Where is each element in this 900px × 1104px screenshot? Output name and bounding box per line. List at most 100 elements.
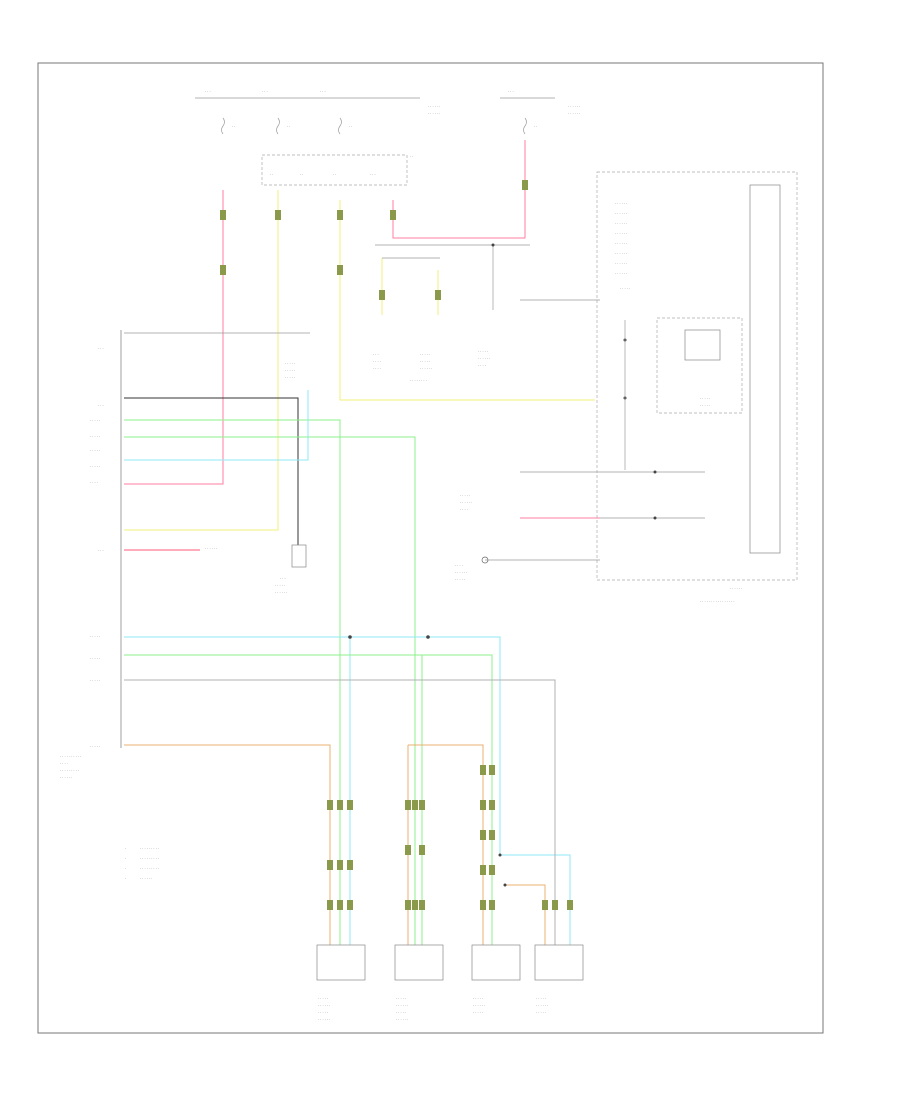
svg-text:· · · · ·: · · · · · [473, 1011, 483, 1015]
svg-text:·: · [125, 857, 126, 861]
svg-text:· · ·: · · · [280, 577, 286, 581]
svg-text:· · · · · ·: · · · · · · [473, 1004, 485, 1008]
svg-text:· · · · · ·: · · · · · · [396, 1018, 408, 1022]
svg-text:· · · · · ·: · · · · · · [428, 105, 440, 109]
svg-text:· · · · ·: · · · · · [460, 494, 470, 498]
svg-text:· · · · · ·: · · · · · · [318, 1004, 330, 1008]
svg-text:· · · · ·: · · · · · [455, 578, 465, 582]
svg-text:· · · · ·: · · · · · [536, 1011, 546, 1015]
svg-text:· ·: · · [349, 125, 352, 129]
speaker-right-front: · · · · · · · · · · · · · · · · · · · · … [394, 944, 444, 1022]
svg-text:· ·: · · [287, 125, 290, 129]
svg-text:· · · · ·: · · · · · [700, 397, 710, 401]
svg-text:· · · · ·: · · · · · [275, 584, 285, 588]
svg-text:· · · · ·: · · · · · [285, 376, 295, 380]
svg-text:· · ·: · · · [205, 90, 211, 94]
svg-text:· · · ·: · · · · [373, 367, 381, 371]
speaker-left-front: · · · · · · · · · · · · · · · · · · · · … [316, 944, 366, 1022]
svg-text:· · · · · · · · · · · · · · ·: · · · · · · · · · · · · · · · · [700, 600, 735, 604]
svg-text:· · · · · ·: · · · · · · [568, 105, 580, 109]
svg-text:· · · · ·: · · · · · [620, 287, 630, 291]
fuse-block-top: · · · · · · · · · · · · · · · · · · · · … [195, 90, 580, 186]
svg-text:· · · · ·: · · · · · [318, 1011, 328, 1015]
svg-text:· · · · · ·: · · · · · · [455, 571, 467, 575]
svg-text:· · ·: · · · [320, 90, 326, 94]
svg-text:· · · · ·: · · · · · [90, 679, 100, 683]
speaker-left-rear: · · · · · · · · · · · · · · · · [471, 944, 521, 1015]
svg-text:· ·: · · [333, 173, 336, 177]
svg-text:· · · · · · · · ·: · · · · · · · · · [60, 769, 79, 773]
control-submodule [656, 317, 743, 414]
wire-black-1 [124, 397, 299, 545]
svg-text:· · · · · ·: · · · · · · [205, 547, 217, 551]
svg-text:· · · · ·: · · · · · [396, 997, 406, 1001]
speaker-right-rear: · · · · · · · · · · · · · · · · [534, 944, 584, 1015]
audio-unit-connector: · · · · · · · · · · · · · · · · · · · · … [60, 330, 122, 780]
svg-text:· · ·: · · · [98, 549, 104, 553]
wire-orange-1 [124, 744, 331, 945]
diagram-frame [37, 62, 824, 1034]
svg-text:· · · · · ·: · · · · · · [140, 877, 152, 881]
svg-text:· · · · ·: · · · · · [285, 362, 295, 366]
svg-text:· · · · ·: · · · · · [700, 404, 710, 408]
svg-text:· · · · · · · · ·: · · · · · · · · · [140, 847, 159, 851]
wire-green-1 [124, 419, 341, 945]
junction-dots [348, 243, 657, 887]
svg-text:· · · ·: · · · · [478, 364, 486, 368]
svg-text:· · · · · ·: · · · · · · [615, 242, 627, 246]
svg-text:· · · ·: · · · · [60, 762, 68, 766]
svg-text:· · · · ·: · · · · · [396, 1011, 406, 1015]
svg-text:· · ·: · · · [262, 90, 268, 94]
svg-text:·: · [125, 877, 126, 881]
svg-text:· · · · · ·: · · · · · · [428, 112, 440, 116]
svg-text:· · · · · ·: · · · · · · [318, 1018, 330, 1022]
svg-text:· · · · ·: · · · · · [90, 419, 100, 423]
legend: · · · · · · · · · · · · · · · · · · · · · ·… [125, 847, 159, 881]
svg-text:· · · · · ·: · · · · · · [396, 1004, 408, 1008]
svg-text:· · · · · ·: · · · · · · [275, 591, 287, 595]
control-module-outline [596, 171, 798, 581]
svg-text:· · · · ·: · · · · · [90, 657, 100, 661]
control-module: · · · · · · · · · · · · · · · · · · · · … [596, 171, 798, 604]
svg-text:· · · · ·: · · · · · [90, 465, 100, 469]
svg-text:· ·: · · [534, 125, 537, 129]
svg-text:· · · · · ·: · · · · · · [615, 232, 627, 236]
control-module-ic [749, 184, 781, 554]
antenna-amp-box [291, 544, 307, 568]
fuse-box [261, 154, 408, 186]
svg-text:· ·: · · [270, 173, 273, 177]
svg-text:· · · · · ·: · · · · · · [615, 262, 627, 266]
svg-text:· ·: · · [232, 125, 235, 129]
svg-text:· · · · ·: · · · · · [90, 449, 100, 453]
svg-text:· · ·: · · · [370, 173, 376, 177]
svg-text:· · ·: · · · [373, 353, 379, 357]
svg-text:· · · · ·: · · · · · [318, 997, 328, 1001]
svg-text:·: · [125, 847, 126, 851]
wire-yellow-1 [124, 190, 279, 531]
svg-text:· · · · · ·: · · · · · · [478, 357, 490, 361]
svg-text:· · · · · ·: · · · · · · [615, 272, 627, 276]
svg-text:· · · ·: · · · · [373, 360, 381, 364]
svg-text:· · · · · ·: · · · · · · [60, 776, 72, 780]
svg-text:· ·: · · [300, 173, 303, 177]
svg-text:· · ·: · · · [98, 404, 104, 408]
svg-text:· · · · · · · · ·: · · · · · · · · · [140, 867, 159, 871]
svg-text:· · · · ·: · · · · · [90, 635, 100, 639]
svg-text:· · · · ·: · · · · · [536, 997, 546, 1001]
svg-text:· · · ·: · · · · [90, 481, 98, 485]
svg-text:· · · · · · · · · ·: · · · · · · · · · · [60, 755, 81, 759]
svg-text:· · · · · ·: · · · · · · [615, 222, 627, 226]
svg-text:· · ·: · · · [508, 90, 514, 94]
svg-text:· · · · · · · ·: · · · · · · · · [410, 379, 427, 383]
svg-text:· · · ·: · · · · [455, 564, 463, 568]
svg-text:· · · · · ·: · · · · · · [568, 112, 580, 116]
svg-text:· · · · ·: · · · · · [420, 353, 430, 357]
wire-light-blue-1 [124, 390, 309, 461]
svg-text:· · · · · ·: · · · · · · [615, 212, 627, 216]
svg-text:· · · · ·: · · · · · [90, 435, 100, 439]
svg-text:· · · · · ·: · · · · · · [536, 1004, 548, 1008]
svg-text:· · · · · · · · ·: · · · · · · · · · [140, 857, 159, 861]
svg-text:· · · · · ·: · · · · · · [460, 501, 472, 505]
svg-text:· · · · · ·: · · · · · · [615, 252, 627, 256]
